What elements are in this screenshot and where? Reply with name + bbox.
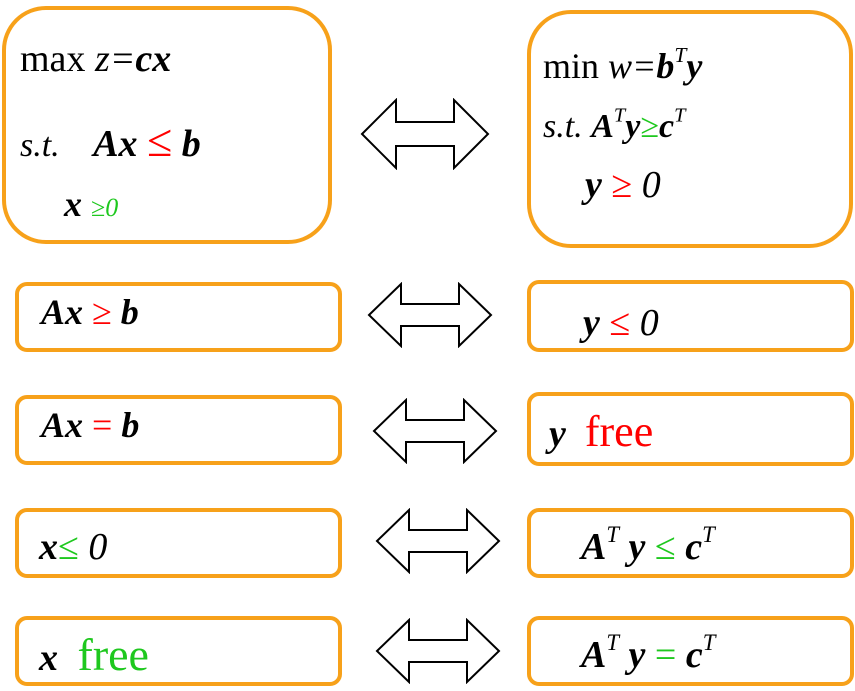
dual-problem-box: min w=bTy s.t. ATy≥cT y ≥ 0: [527, 10, 853, 248]
primal-row-3-expr: x≤ 0: [39, 526, 108, 568]
primal-objective: max z=cx: [20, 38, 172, 80]
primal-sign-constraint: x ≥0: [64, 184, 119, 224]
primal-row-2-expr: Ax = b: [41, 405, 140, 445]
dual-row-4-box: AT y = cT: [527, 616, 854, 686]
primal-constraint: s.t. Ax ≤ b: [20, 115, 201, 166]
dual-constraint: s.t. ATy≥cT: [543, 104, 686, 145]
double-headed-arrow-icon: [372, 398, 498, 464]
primal-problem-box: max z=cx s.t. Ax ≤ b x ≥0: [2, 6, 332, 244]
double-headed-arrow-icon: [360, 98, 490, 170]
double-headed-arrow-icon: [375, 508, 501, 574]
dual-sign-constraint: y ≥ 0: [585, 164, 661, 206]
double-headed-arrow-icon: [367, 282, 493, 348]
primal-row-2-box: Ax = b: [15, 395, 342, 465]
dual-row-1-box: y ≤ 0: [527, 280, 854, 352]
dual-row-3-expr: AT y ≤ cT: [581, 521, 715, 568]
primal-row-4-box: x free: [15, 616, 342, 686]
primal-row-1-box: Ax ≥ b: [15, 282, 342, 352]
dual-row-4-expr: AT y = cT: [581, 629, 716, 676]
dual-row-1-expr: y ≤ 0: [583, 302, 659, 344]
dual-row-2-box: y free: [527, 392, 854, 466]
primal-row-4-expr: x free: [39, 629, 149, 680]
dual-row-2-expr: y free: [549, 407, 654, 456]
dual-row-3-box: AT y ≤ cT: [527, 508, 854, 578]
primal-row-1-expr: Ax ≥ b: [41, 292, 139, 332]
double-headed-arrow-icon: [375, 618, 501, 684]
dual-objective: min w=bTy: [543, 42, 703, 86]
primal-row-3-box: x≤ 0: [15, 508, 342, 578]
